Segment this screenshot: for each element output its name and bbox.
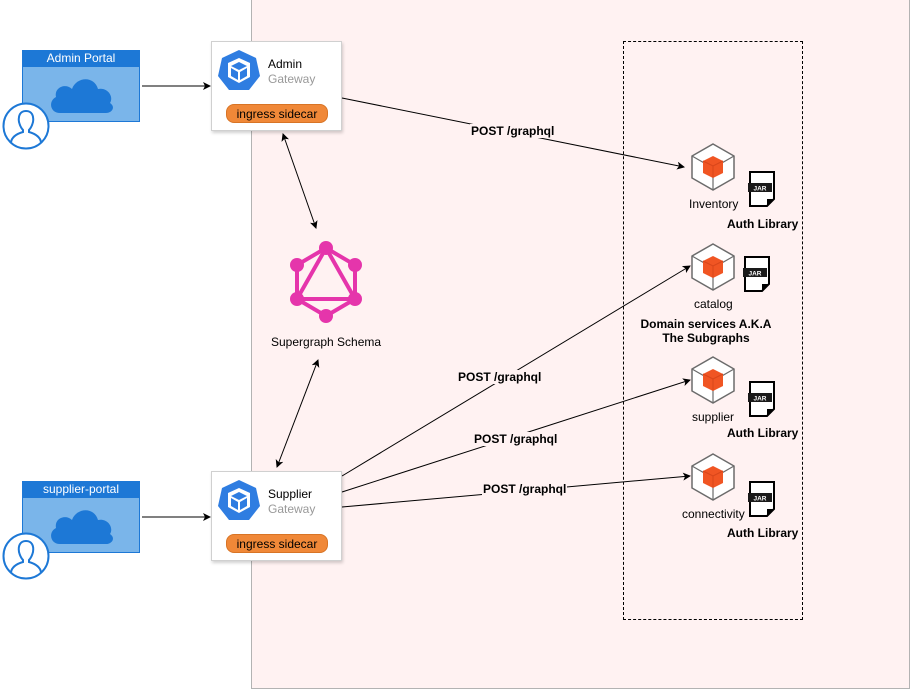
jar-text: JAR	[753, 396, 766, 403]
supplier-user-icon	[2, 532, 50, 580]
cloud-icon	[51, 79, 113, 113]
jar-text: JAR	[753, 496, 766, 503]
ingress-sidecar[interactable]: ingress sidecar	[226, 534, 328, 553]
auth-library-label: Auth Library	[727, 526, 799, 540]
admin-portal-title: Admin Portal	[23, 51, 139, 67]
kubernetes-icon	[218, 480, 260, 520]
service-cube-icon[interactable]	[690, 355, 736, 405]
admin-user-icon	[2, 102, 50, 150]
jar-file-icon: JAR	[748, 481, 775, 517]
auth-library-label: Auth Library	[727, 217, 799, 231]
group-label: Domain services A.K.A The Subgraphs	[640, 317, 772, 345]
jar-text: JAR	[753, 186, 766, 193]
subgraphs-group	[623, 41, 803, 620]
jar-file-icon: JAR	[748, 171, 775, 207]
service-label: Inventory	[689, 197, 739, 211]
edge-admin-schema	[281, 133, 318, 229]
supplier-portal[interactable]: supplier-portal	[22, 481, 140, 553]
edge-label-supplier-catalog: POST /graphql	[457, 370, 543, 384]
graphql-icon[interactable]	[286, 239, 366, 327]
jar-file-icon: JAR	[748, 381, 775, 417]
service-cube-icon[interactable]	[690, 242, 736, 292]
gateway-type: Gateway	[268, 502, 316, 516]
supplier-portal-title: supplier-portal	[23, 482, 139, 498]
schema-label: Supergraph Schema	[271, 335, 382, 349]
admin-portal[interactable]: Admin Portal	[22, 50, 140, 122]
kubernetes-icon	[218, 50, 260, 90]
backend-zone	[251, 0, 910, 689]
ingress-sidecar[interactable]: ingress sidecar	[226, 104, 328, 123]
jar-text: JAR	[748, 271, 761, 278]
jar-file-icon: JAR	[743, 256, 770, 292]
service-label: connectivity	[682, 507, 745, 521]
gateway-name: Admin	[268, 57, 303, 71]
service-cube-icon[interactable]	[690, 142, 736, 192]
gateway-type: Gateway	[268, 72, 316, 86]
admin-gateway[interactable]: Admin Gateway ingress sidecar	[211, 41, 342, 131]
cloud-icon	[51, 510, 113, 544]
gateway-name: Supplier	[268, 487, 313, 501]
auth-library-label: Auth Library	[727, 426, 799, 440]
edge-label-admin-inventory: POST /graphql	[470, 124, 556, 138]
service-label: catalog	[694, 297, 733, 311]
edge-label-supplier-supplier: POST /graphql	[473, 432, 559, 446]
edge-schema-supplier	[275, 359, 320, 468]
service-label: supplier	[692, 410, 735, 424]
supplier-gateway[interactable]: Supplier Gateway ingress sidecar	[211, 471, 342, 561]
service-cube-icon[interactable]	[690, 452, 736, 502]
edge-label-supplier-connectivity: POST /graphql	[482, 482, 568, 496]
